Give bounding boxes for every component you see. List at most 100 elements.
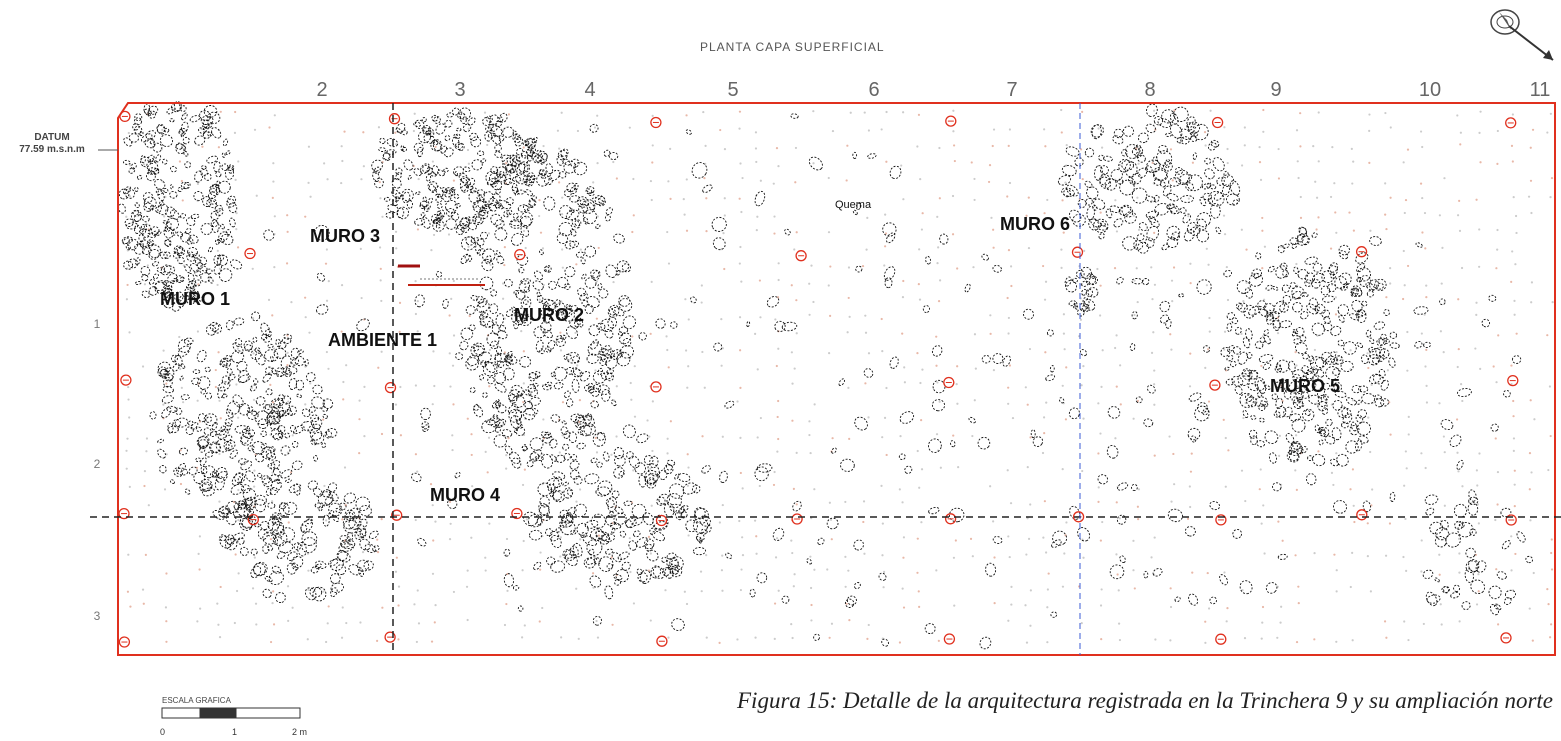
survey-dot (304, 215, 307, 218)
stone (498, 171, 505, 177)
survey-dot (380, 518, 383, 521)
stone (483, 191, 494, 205)
survey-dot (214, 368, 217, 372)
survey-dot (1315, 196, 1319, 199)
stone (1301, 375, 1308, 382)
stone (271, 404, 284, 419)
survey-dot (939, 466, 942, 469)
stone (269, 474, 279, 482)
survey-dot (649, 467, 652, 470)
stone (1248, 429, 1258, 439)
stone (470, 295, 479, 301)
stone (1248, 305, 1262, 316)
survey-dot (326, 233, 329, 236)
stone (218, 180, 231, 194)
survey-dot (1547, 603, 1550, 606)
stone (465, 305, 476, 315)
survey-dot (1115, 553, 1118, 556)
stone (1283, 406, 1293, 418)
column-number: 4 (584, 79, 595, 101)
stone (535, 339, 544, 353)
survey-dot (720, 318, 723, 321)
stone (496, 360, 505, 368)
stone (239, 546, 249, 556)
stone (467, 117, 476, 126)
survey-dot (883, 416, 887, 420)
survey-dot (253, 469, 256, 472)
survey-dot (954, 539, 957, 542)
stone (324, 430, 333, 439)
stone (881, 638, 889, 647)
stone (1302, 408, 1315, 422)
stone (232, 532, 245, 541)
survey-dot (165, 620, 168, 623)
survey-dot (286, 364, 289, 367)
survey-dot (1457, 537, 1461, 540)
stone (476, 296, 485, 304)
stone (603, 149, 611, 157)
stone (525, 148, 534, 157)
survey-dot (1224, 436, 1227, 440)
survey-dot (522, 400, 525, 404)
survey-dot (164, 606, 168, 609)
survey-dot (1137, 162, 1140, 165)
survey-dot (271, 401, 275, 404)
survey-dot (1313, 638, 1316, 641)
survey-dot (790, 351, 793, 354)
survey-dot (1026, 403, 1029, 406)
stone (1383, 308, 1390, 317)
stone (163, 377, 173, 388)
stone (564, 240, 576, 250)
stone (574, 416, 586, 429)
survey-dot (507, 437, 510, 440)
stone (1197, 402, 1208, 414)
stone (536, 291, 541, 297)
survey-dot (1169, 639, 1172, 642)
stone (123, 186, 132, 195)
stone (1094, 165, 1103, 181)
survey-dot (379, 267, 382, 270)
stone (203, 413, 218, 427)
stone (520, 215, 532, 228)
stone (1413, 306, 1429, 315)
stone (574, 219, 582, 227)
stone (479, 374, 484, 381)
stone (436, 213, 444, 220)
stone (276, 367, 285, 377)
survey-dot (937, 300, 941, 303)
stone (570, 367, 581, 378)
stone (624, 519, 633, 528)
stone (154, 178, 166, 190)
survey-dot (1101, 146, 1104, 149)
stone (456, 223, 467, 231)
survey-dot (1028, 347, 1032, 351)
survey-dot (953, 159, 956, 163)
survey-dot (597, 534, 601, 537)
survey-dot (1097, 500, 1100, 503)
survey-dot (161, 128, 164, 131)
survey-dot (505, 602, 508, 606)
survey-dot (1118, 638, 1122, 642)
grid-dots (125, 108, 1554, 644)
stone (222, 358, 229, 366)
stone (1061, 164, 1077, 177)
stone (1265, 312, 1274, 321)
survey-dot (1206, 571, 1209, 575)
survey-dot (218, 452, 221, 456)
stone (1068, 300, 1076, 307)
stone (270, 427, 283, 439)
survey-dot (128, 331, 131, 334)
stone (561, 308, 575, 322)
survey-dot (1097, 127, 1100, 130)
stone (1143, 570, 1149, 579)
stone (1496, 571, 1507, 580)
survey-dot (575, 263, 578, 266)
stone (136, 174, 143, 180)
survey-dot (325, 299, 329, 302)
stone (1309, 297, 1318, 310)
survey-dot (756, 368, 759, 371)
survey-dot (1188, 485, 1191, 488)
survey-dot (272, 347, 276, 350)
stone (813, 633, 821, 641)
survey-point (1211, 116, 1224, 129)
